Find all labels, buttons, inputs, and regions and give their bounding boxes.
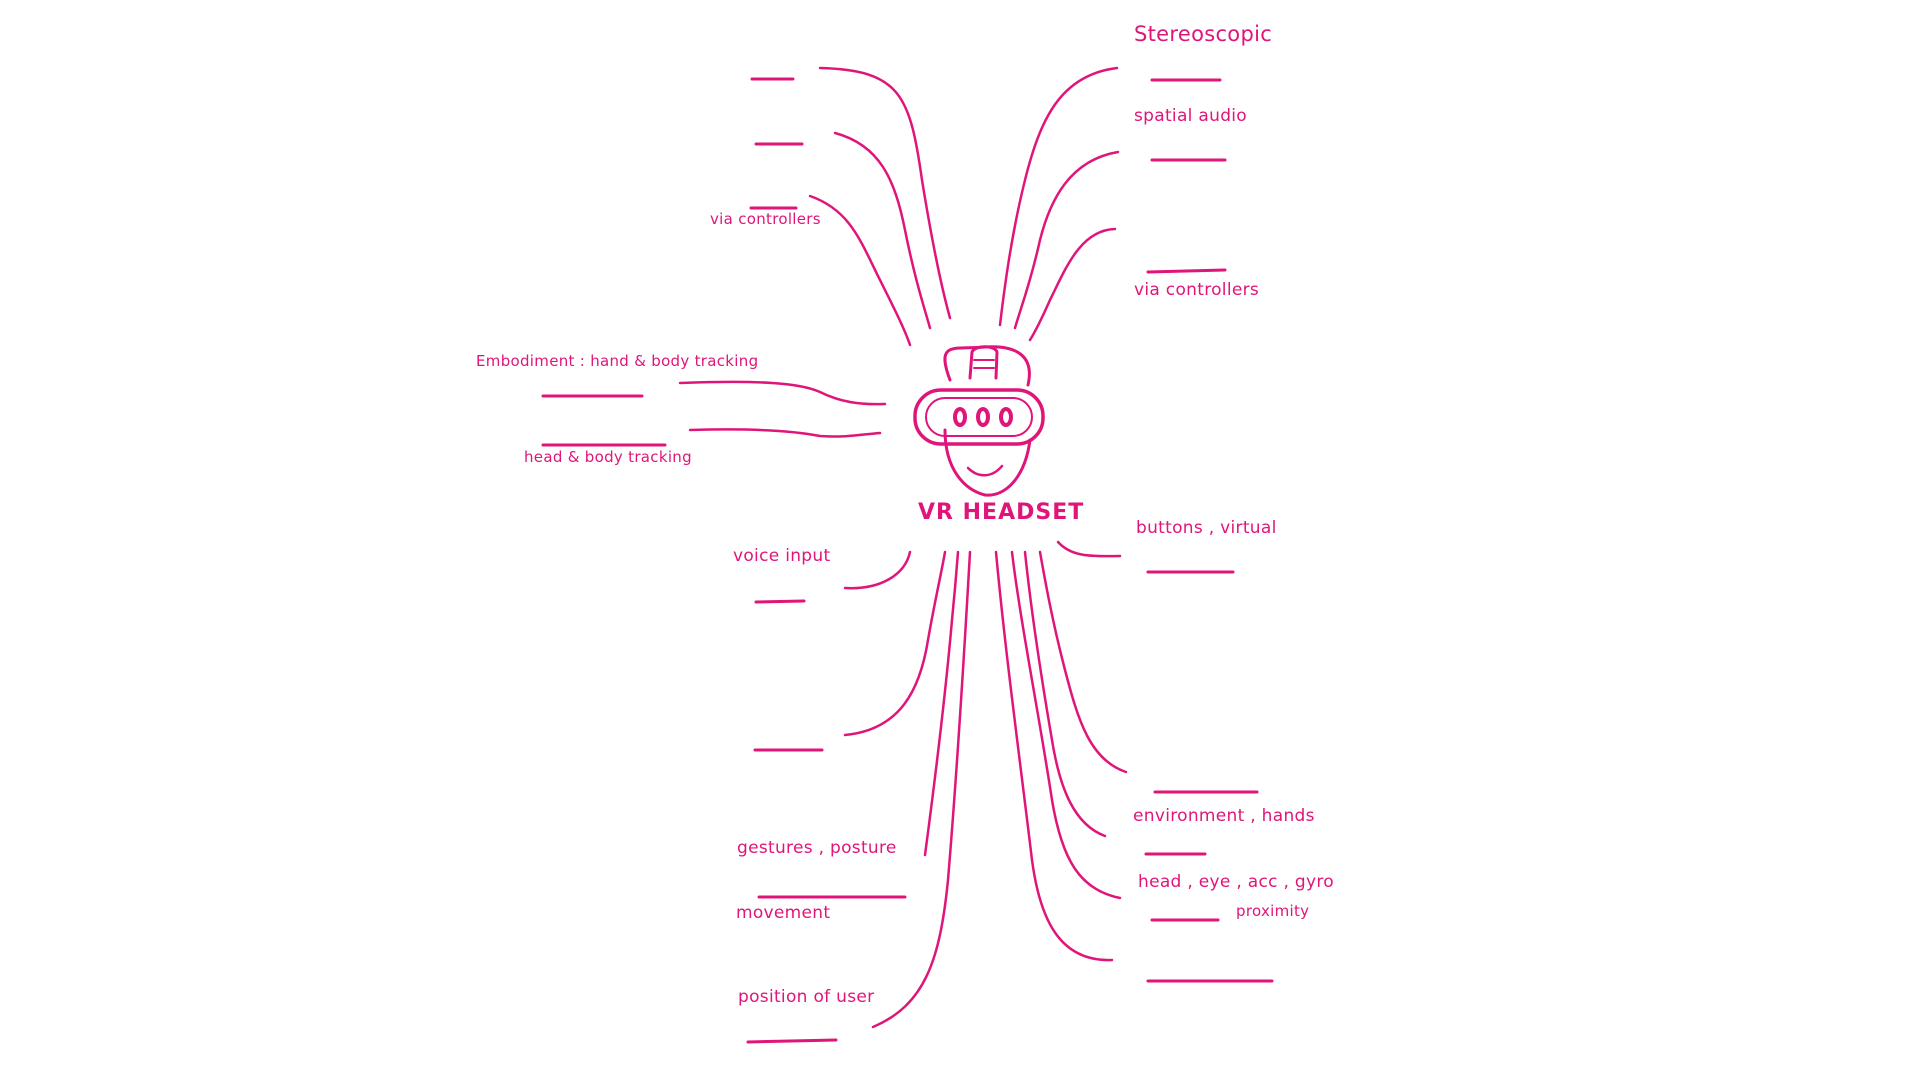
branch-line-environment bbox=[1038, 550, 1128, 774]
branch-line-lower-right-blank bbox=[994, 550, 1114, 962]
label-embodiment: Embodiment : hand & body tracking bbox=[476, 352, 759, 370]
branch-line-position bbox=[871, 550, 972, 1029]
branch-line-upper-left-2 bbox=[833, 131, 932, 330]
branch-line-voice bbox=[843, 550, 912, 590]
label-spatial-audio: spatial audio bbox=[1134, 106, 1248, 126]
label-gestures-posture: gestures , posture bbox=[737, 838, 897, 858]
blank-line-upper-right-3 bbox=[1146, 268, 1227, 274]
branch-line-sensors-1 bbox=[1023, 550, 1107, 838]
blank-line-position bbox=[746, 1038, 838, 1044]
label-buttons-virtual: buttons , virtual bbox=[1136, 518, 1277, 538]
branch-line-gestures bbox=[923, 550, 960, 857]
label-movement: movement bbox=[736, 903, 831, 923]
label-position-of-user: position of user bbox=[738, 987, 875, 1007]
center-title: VR HEADSET bbox=[918, 500, 1085, 525]
blank-line-voice bbox=[754, 599, 806, 604]
label-head-eye-acc-gyro: head , eye , acc , gyro bbox=[1138, 872, 1334, 892]
branch-line-upper-right-2 bbox=[1013, 150, 1120, 330]
label-voice-input: voice input bbox=[733, 546, 831, 566]
branch-line-upper-left-1 bbox=[818, 66, 952, 320]
branch-line-head-body bbox=[688, 428, 882, 438]
label-head-body-tracking: head & body tracking bbox=[524, 448, 692, 466]
branch-line-embodiment bbox=[678, 380, 887, 406]
branch-line-upper-left-3 bbox=[808, 194, 912, 347]
branch-line-upper-right-3 bbox=[1028, 227, 1117, 342]
label-via-controllers-left: via controllers bbox=[710, 210, 821, 228]
branch-line-sensors-2 bbox=[1010, 550, 1122, 900]
branch-line-buttons bbox=[1056, 540, 1122, 558]
branch-line-lower-left-blank bbox=[843, 550, 947, 737]
label-stereoscopic: Stereoscopic bbox=[1134, 22, 1273, 46]
vr-headset-head-icon bbox=[913, 345, 1045, 497]
label-proximity: proximity bbox=[1236, 902, 1310, 920]
branch-line-upper-right-1 bbox=[998, 66, 1119, 327]
label-via-controllers-right: via controllers bbox=[1134, 280, 1260, 300]
label-environment-hands: environment , hands bbox=[1133, 806, 1315, 826]
